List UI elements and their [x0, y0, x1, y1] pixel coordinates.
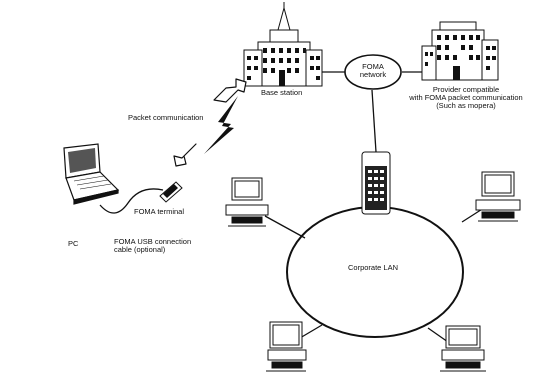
- arrow-icon: [213, 78, 247, 103]
- provider-building-icon: [421, 21, 499, 81]
- foma-terminal-label: FOMA terminal: [134, 207, 185, 216]
- desktop-computer-icon: [266, 321, 307, 372]
- provider-label-line-2: with FOMA packet communication: [409, 93, 523, 102]
- foma-network-label: FOMA network: [356, 63, 390, 79]
- usb-cable-label-line-2: cable (optional): [114, 245, 166, 254]
- foma-network-line-1: FOMA: [362, 62, 384, 71]
- corporate-lan-label: Corporate LAN: [348, 263, 399, 272]
- network-to-router-line: [371, 89, 377, 153]
- corporate-lan-ring: [286, 206, 464, 338]
- lan-to-pc-bottom-right-line: [427, 327, 449, 343]
- laptop-icon: [63, 143, 120, 205]
- foma-network-line-2: network: [359, 70, 387, 79]
- connection-lines: [99, 71, 488, 343]
- arrow-icon: [173, 143, 197, 167]
- base-station-building-icon: [243, 2, 323, 87]
- desktop-computer-icon: [475, 171, 521, 222]
- lan-to-pc-top-left-line: [264, 215, 306, 239]
- lightning-icon: [204, 96, 238, 154]
- provider-label-line-1: Provider compatible: [432, 85, 500, 94]
- usb-cable: [99, 188, 164, 214]
- base-station-label: Base station: [261, 88, 303, 97]
- usb-cable-label-line-1: FOMA USB connection: [114, 237, 192, 246]
- desktop-computer-icon: [225, 177, 269, 227]
- desktop-computer-icon: [440, 325, 486, 372]
- usb-cable-label: FOMA USB connection cable (optional): [114, 238, 191, 254]
- provider-label-line-3: (Such as mopera): [436, 101, 496, 110]
- foma-network-ellipse: [344, 54, 402, 90]
- lan-to-pc-bottom-left-line: [299, 324, 323, 339]
- pc-label: PC: [68, 239, 79, 248]
- provider-label: Provider compatible with FOMA packet com…: [406, 86, 526, 110]
- mobile-phone-icon: [159, 181, 183, 203]
- packet-communication-label: Packet communication: [128, 113, 204, 122]
- router-icon: [361, 151, 391, 215]
